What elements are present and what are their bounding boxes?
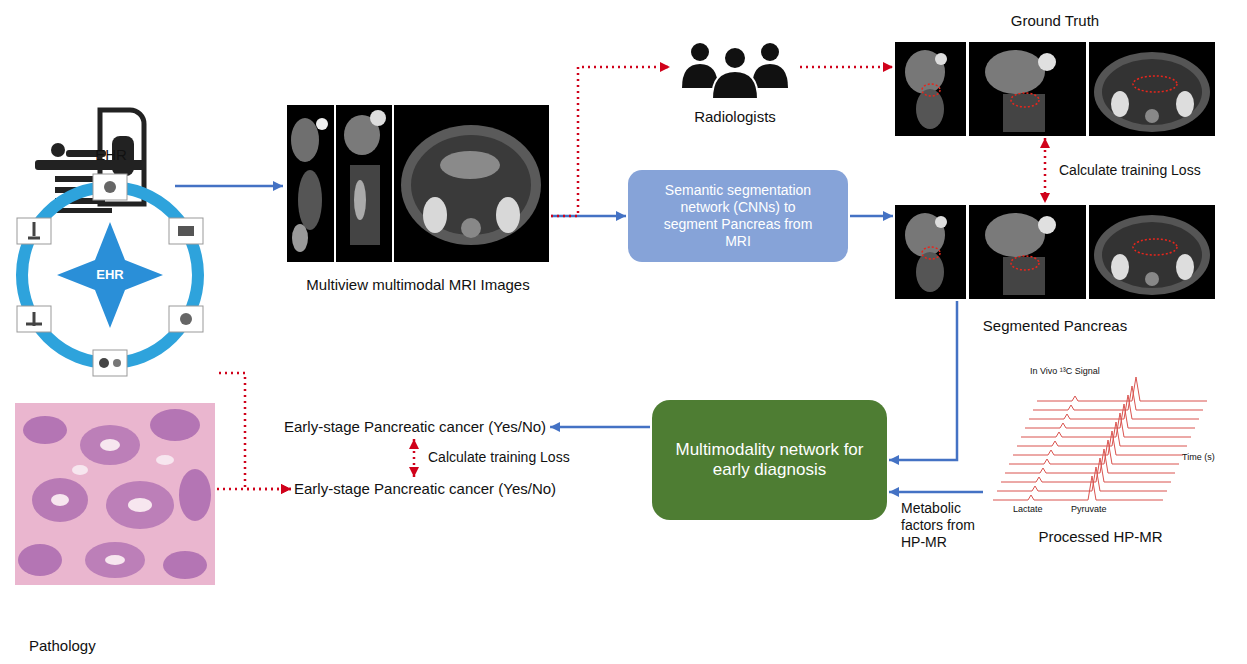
icon-label: EHR	[96, 267, 123, 283]
edge-label: Calculate training Loss	[428, 449, 570, 466]
box-label: Semantic segmentation network (CNNs) to …	[658, 182, 818, 249]
node-label: Radiologists	[694, 108, 776, 126]
target-text: Early-stage Pancreatic cancer (Yes/No)	[294, 480, 556, 498]
chart-panel: Processed HP-MR	[985, 366, 1216, 516]
radiologists-icon	[682, 43, 788, 99]
flow-arrow	[850, 215, 893, 218]
dotted-arrow	[1044, 138, 1047, 203]
ehr-icon	[17, 174, 203, 376]
edge-label: Calculate training Loss	[1059, 162, 1201, 179]
box-label: Multimodality network for early diagnosi…	[674, 440, 865, 481]
edge-label: Metabolic factors from HP-MR	[901, 500, 987, 550]
axis-label: Pyruvate	[1071, 504, 1107, 515]
chart-title: In Vivo ¹³C Signal	[1030, 366, 1100, 377]
output-text: Early-stage Pancreatic cancer (Yes/No)	[284, 418, 546, 436]
node-label: Ground Truth	[1011, 12, 1099, 30]
node-label: Pathology	[29, 637, 96, 655]
scanner-arrow	[175, 185, 283, 188]
segmented-images	[895, 205, 1215, 299]
pathology-image	[15, 403, 215, 585]
flow-arrow	[889, 491, 983, 494]
image-panel: Ground Truth	[895, 42, 1215, 136]
flow-arrow	[889, 301, 957, 460]
process-box: Multimodality network for early diagnosi…	[652, 400, 887, 520]
node-label: Processed HP-MR	[1038, 528, 1162, 546]
image-panel: Pathology	[15, 403, 215, 585]
icon-panel: Radiologists	[672, 34, 798, 100]
image-panel: Multiview multimodal MRI Images	[287, 105, 549, 262]
ehr-panel: EHR	[5, 140, 217, 385]
node-label: Early-stage Pancreatic cancer (Yes/No)	[284, 418, 546, 436]
mri-images	[287, 105, 549, 262]
dotted-arrow	[219, 373, 291, 489]
process-box: Semantic segmentation network (CNNs) to …	[628, 170, 848, 262]
flow-arrow	[550, 426, 650, 429]
image-panel: Segmented Pancreas	[895, 205, 1215, 299]
flow-arrow	[551, 215, 626, 218]
node-label: Multiview multimodal MRI Images	[306, 276, 529, 294]
axis-label: Lactate	[1013, 504, 1043, 515]
node-label: EHR	[95, 146, 127, 164]
ground-truth-images	[895, 42, 1215, 136]
axis-label: Time (s)	[1182, 452, 1215, 463]
dotted-arrow	[413, 439, 416, 477]
mri-scanner-icon	[35, 110, 145, 213]
dotted-arrow	[800, 66, 893, 69]
node-label: Early-stage Pancreatic cancer (Yes/No)	[294, 480, 556, 498]
hp-mr-spectra	[993, 377, 1207, 500]
node-label: Segmented Pancreas	[983, 317, 1127, 335]
